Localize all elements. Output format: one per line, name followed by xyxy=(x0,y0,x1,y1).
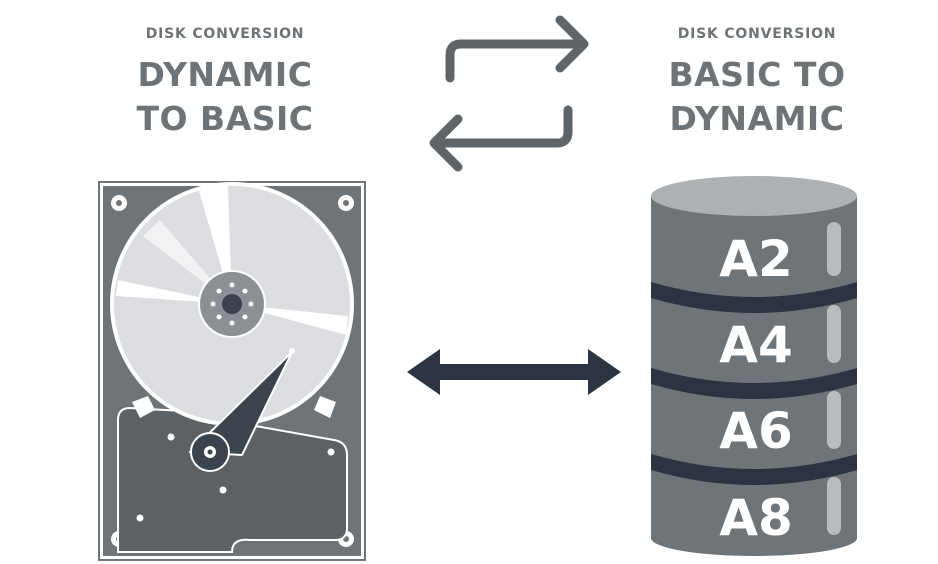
right-label: DISK CONVERSION BASIC TO DYNAMIC xyxy=(627,26,887,141)
right-kicker: DISK CONVERSION xyxy=(677,26,837,42)
left-headline-line1: DYNAMIC xyxy=(137,55,313,94)
hard-drive-icon xyxy=(98,181,366,561)
right-headline-line2: DYNAMIC xyxy=(669,99,845,138)
double-arrow-icon xyxy=(407,349,621,395)
database-cylinder-icon: A2 A4 A6 A8 xyxy=(651,176,857,556)
segment-label-1: A2 xyxy=(719,230,793,288)
cycle-arrows-icon xyxy=(429,15,589,172)
segment-separators xyxy=(651,282,857,485)
left-headline-line2: TO BASIC xyxy=(136,99,314,138)
left-label: DISK CONVERSION DYNAMIC TO BASIC xyxy=(95,26,355,141)
segment-label-2: A4 xyxy=(719,316,793,374)
segment-label-4: A8 xyxy=(719,489,793,547)
right-headline-line1: BASIC TO xyxy=(668,55,846,94)
left-kicker: DISK CONVERSION xyxy=(145,26,305,42)
segment-label-3: A6 xyxy=(719,402,793,460)
